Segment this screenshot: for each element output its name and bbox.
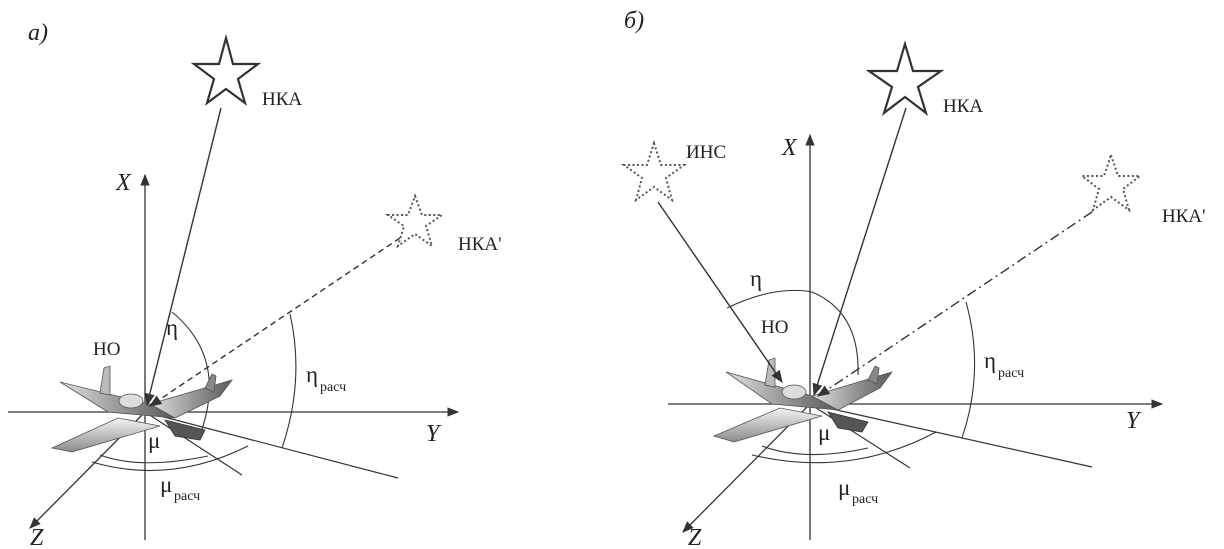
projection-line-nka-prime	[809, 403, 1093, 468]
y-axis-label: Y	[1126, 408, 1142, 434]
airplane-icon	[712, 357, 894, 443]
mu-calc-label: μ	[160, 472, 172, 497]
mu-arc	[761, 445, 869, 456]
mu-arc	[99, 454, 209, 464]
mu-calc-arc	[751, 431, 937, 464]
eta-calc-label: η	[306, 362, 318, 387]
y-axis-label: Y	[426, 421, 442, 447]
projection-line-nka	[809, 403, 911, 469]
eta-calc-subscript: расч	[998, 366, 1024, 381]
nka-star-icon	[865, 40, 945, 116]
x-axis-label: X	[781, 135, 798, 161]
nka-prime-line	[148, 237, 401, 407]
nka-star-icon	[190, 33, 262, 106]
panel-a-label: a)	[28, 20, 48, 46]
eta-label: η	[750, 266, 762, 291]
ins-line	[657, 201, 783, 384]
mu-calc-subscript: расч	[852, 492, 878, 507]
nka-label: НКА	[262, 89, 302, 110]
nka-line	[144, 107, 222, 407]
projection-line-nka	[144, 411, 243, 476]
eta-calc-label: η	[984, 348, 996, 373]
mu-label: μ	[818, 420, 830, 445]
airplane-icon	[50, 365, 234, 453]
nka-line	[812, 107, 907, 397]
z-axis-label: Z	[688, 525, 702, 549]
nka-prime-star-icon	[384, 193, 446, 249]
mu-calc-arc	[91, 445, 249, 472]
z-axis-label: Z	[30, 525, 44, 549]
nka-prime-line	[816, 211, 1093, 397]
ho-label: НО	[93, 339, 120, 360]
x-axis-label: X	[115, 170, 132, 196]
projection-line-nka-prime	[144, 411, 399, 479]
nka-prime-label: НКА'	[1162, 206, 1206, 227]
eta-label: η	[166, 315, 178, 340]
mu-calc-subscript: расч	[174, 489, 200, 504]
nka-prime-star-icon	[1079, 151, 1143, 213]
ins-star-icon	[620, 139, 688, 203]
panel-a: a) X Y Z НКА НКА'	[8, 20, 502, 549]
nka-prime-label: НКА'	[458, 234, 502, 255]
eta-arc	[726, 289, 859, 376]
eta-calc-arc	[281, 313, 297, 449]
ins-label: ИНС	[686, 142, 726, 163]
panel-b: б) X Y Z НКА	[620, 8, 1206, 549]
mu-label: μ	[148, 428, 160, 453]
panel-b-label: б)	[624, 8, 644, 34]
eta-calc-subscript: расч	[320, 380, 346, 395]
ho-label: НО	[761, 317, 788, 338]
eta-calc-arc	[961, 301, 976, 439]
nka-label: НКА	[943, 96, 983, 117]
mu-calc-label: μ	[838, 475, 850, 500]
